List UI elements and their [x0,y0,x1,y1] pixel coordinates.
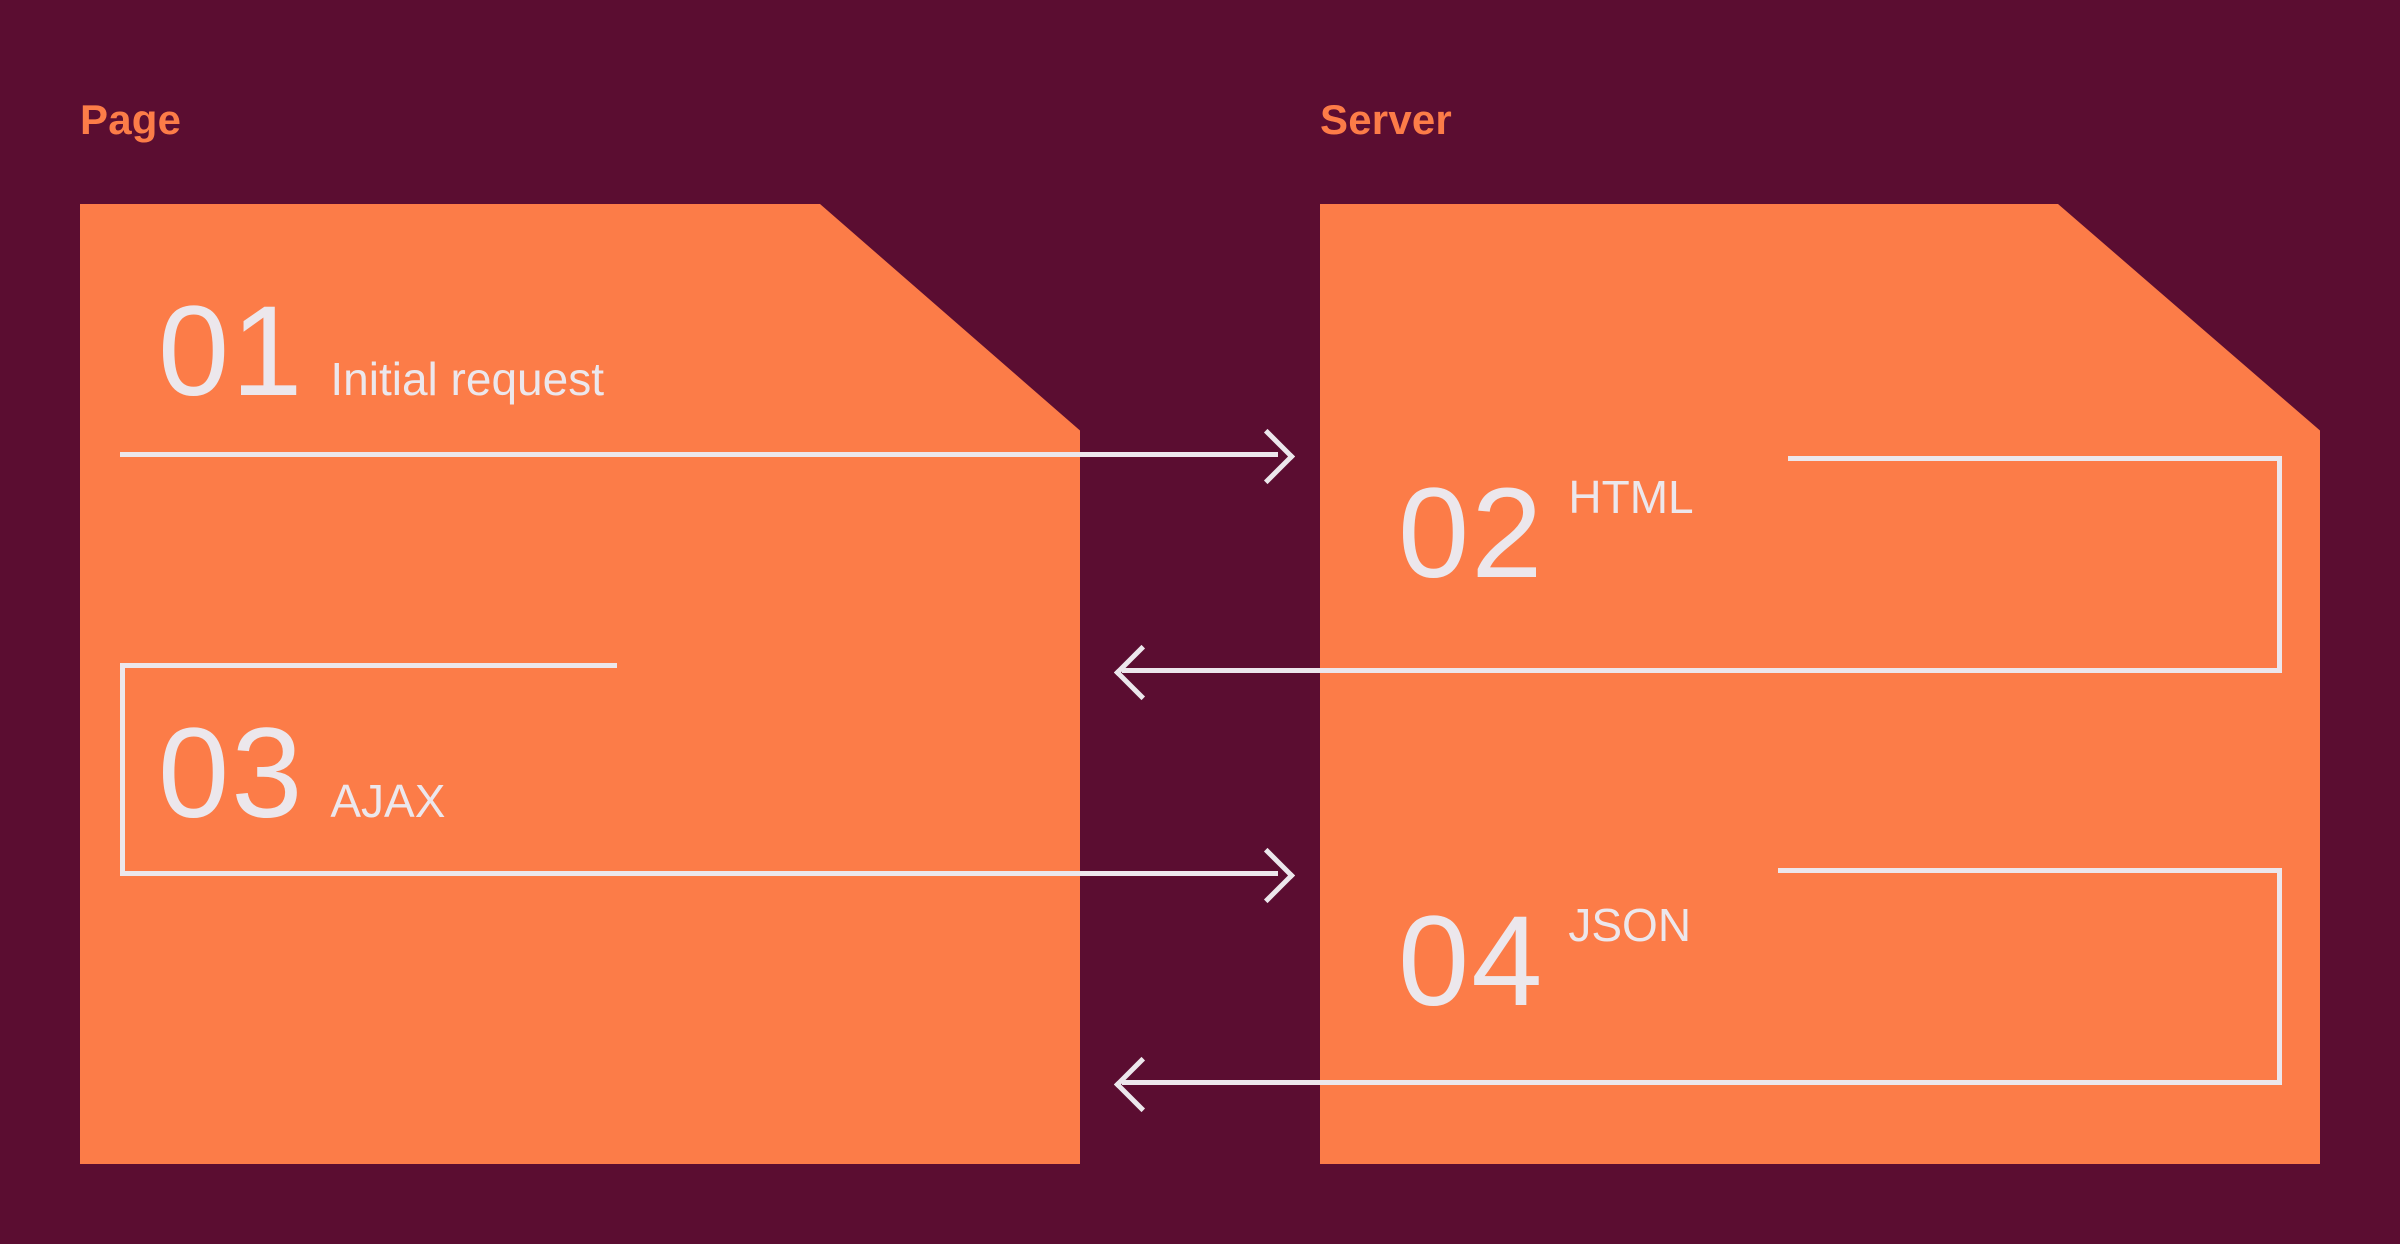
step-04-json: 04 JSON [1398,898,1691,1026]
flow-2-arrowhead-left [1113,644,1170,701]
step-02-number: 02 [1398,462,1545,605]
flow-3-arrowhead-right [1239,847,1296,904]
flow-1-line [120,452,1278,457]
step-03-number: 03 [158,702,305,845]
column-title-page: Page [80,96,182,143]
panel-page [80,204,1080,1164]
flow-2-line [1122,668,2282,673]
flow-4-bracket-right [2277,868,2282,1085]
panel-server [1320,204,2320,1164]
step-04-label: JSON [1568,899,1692,951]
step-01-initial-request: 01 Initial request [158,288,604,416]
step-02-html: 02 HTML [1398,470,1694,598]
step-04-number: 04 [1398,890,1545,1033]
flow-3-line [120,871,1278,876]
flow-4-bracket-top [1778,868,2282,873]
flow-4-arrowhead-left [1113,1056,1170,1113]
step-01-number: 01 [158,280,305,423]
step-02-label: HTML [1568,471,1694,523]
flow-2-bracket-top [1788,456,2282,461]
flow-3-bracket-left [120,663,125,876]
flow-1-arrowhead-right [1239,428,1296,485]
step-03-label: AJAX [330,775,446,827]
step-03-ajax: 03 AJAX [158,710,445,838]
flow-3-bracket-top [120,663,617,668]
flow-4-line [1122,1080,2282,1085]
flow-2-bracket-right [2277,456,2282,673]
step-01-label: Initial request [330,353,604,405]
column-title-server: Server [1320,96,1452,143]
